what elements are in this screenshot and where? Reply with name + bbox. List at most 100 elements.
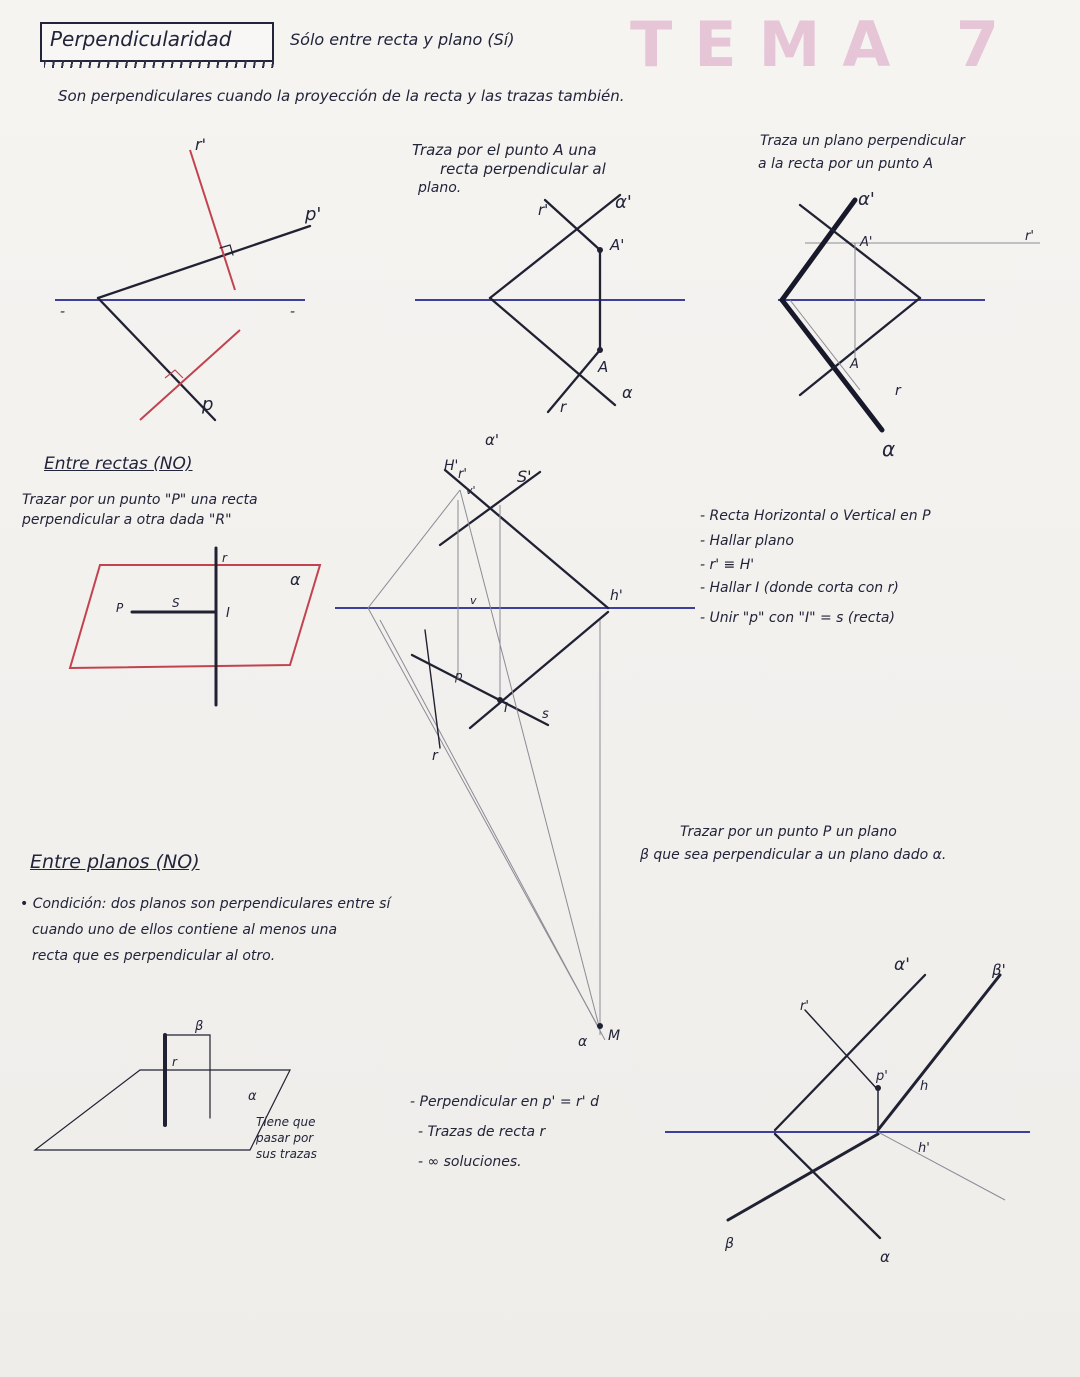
plane-alpha-outline (68, 564, 322, 670)
figure-2-perpendicular-by-A: r' α' A' A α r (415, 192, 685, 416)
label-A-prime-2: A' (609, 236, 624, 254)
label-p-1: p (201, 394, 213, 415)
rectas-line1: Trazar por un punto "P" una recta (22, 492, 258, 508)
step-2: - Hallar plano (700, 533, 794, 549)
line-s (410, 653, 550, 727)
label-r-5: r (432, 748, 439, 764)
trace-alpha-5 (468, 610, 610, 730)
point-A (597, 347, 603, 353)
label-alpha-6: α (248, 1089, 257, 1104)
label-alpha-prime-2: α' (615, 192, 632, 213)
trace-alpha-3 (779, 297, 885, 433)
label-A-2: A (597, 358, 608, 376)
tiene-line1: Tiene que (256, 1115, 316, 1129)
projection-r-prime-7 (804, 1009, 879, 1091)
page-title: Perpendicularidad (50, 27, 232, 51)
point-A-prime (597, 247, 603, 253)
step-5: - Unir "p" con "I" = s (recta) (700, 610, 895, 626)
label-alpha-prime-5: α' (485, 431, 499, 449)
label-h-prime-5: h' (610, 588, 623, 604)
trace-alpha-prime-3 (779, 197, 858, 303)
minus-mark-1: - (60, 304, 65, 320)
top-middle-line2: recta perpendicular al (440, 160, 606, 178)
step-3: - r' ≡ H' (700, 557, 755, 573)
aux-line-3 (379, 619, 606, 1041)
label-r-prime-3: r' (1025, 229, 1034, 244)
planos-heading: Entre planos (NO) (30, 851, 200, 873)
minus-mark-2: - (290, 304, 295, 320)
label-M: M (608, 1028, 620, 1044)
line-s-prime (438, 470, 542, 547)
planos-line1: • Condición: dos planos son perpendicula… (20, 896, 391, 912)
label-r-prime-5: r' (458, 467, 467, 482)
label-r-prime-7: r' (800, 999, 809, 1014)
trace-alpha-2 (488, 296, 617, 407)
aux-line-1 (367, 489, 461, 609)
aux-line-7 (877, 1131, 1006, 1201)
label-v-5: v (470, 594, 477, 607)
tiene-line3: sus trazas (256, 1147, 317, 1161)
trace-alpha-prime-7 (773, 973, 927, 1132)
label-alpha-5: α (578, 1034, 588, 1050)
label-r-2: r (560, 398, 567, 416)
trace-alpha-prime-2 (488, 193, 622, 300)
label-p-prime-1: p' (304, 204, 321, 225)
projection-r-1 (139, 329, 241, 421)
label-alpha-4: α (290, 570, 301, 589)
top-right-line2: a la recta por un punto A (758, 156, 934, 172)
figure-5-center-construction: H' α' r' S' v' v h' p I s r α M (335, 431, 695, 1050)
perp-list-2: - Trazas de recta r (418, 1124, 546, 1140)
aux-line-4 (459, 489, 601, 1031)
label-I-4: I (226, 606, 230, 621)
figure-4-plane-alpha: r α P S I (68, 546, 322, 707)
label-H-prime: H' (444, 458, 458, 474)
label-r-6: r (172, 1055, 178, 1069)
trace-alpha-7 (773, 1132, 882, 1240)
figure-3-plane-perpendicular-to-line: α' A' A r' r α (778, 189, 1040, 461)
plane-beta-outline (164, 1034, 211, 1119)
label-beta-7: β (724, 1236, 734, 1252)
intro-text: Son perpendiculares cuando la proyección… (58, 87, 625, 105)
label-A-prime-3: A' (859, 235, 872, 250)
label-p-5: p (454, 669, 463, 683)
label-r-prime-1: r' (195, 135, 206, 154)
point-M (597, 1023, 603, 1029)
projection-r-2 (546, 348, 602, 414)
label-v-prime: v' (466, 484, 476, 497)
label-r-prime-2: r' (538, 201, 548, 219)
step-4: - Hallar I (donde corta con r) (700, 580, 899, 596)
trace-beta-7 (726, 1132, 880, 1222)
trace-alpha-1 (96, 296, 217, 422)
header-note: Sólo entre recta y plano (Sí) (290, 30, 515, 49)
label-alpha-prime-3: α' (858, 189, 875, 210)
projection-r-prime-2 (543, 198, 602, 252)
label-S-4: S (172, 596, 180, 610)
label-h-7: h (920, 1079, 928, 1094)
top-middle-line1: Traza por el punto A una (412, 141, 597, 159)
label-p-prime-7: p' (875, 1069, 888, 1084)
plane-horizontal (33, 1069, 291, 1151)
top-middle-line3: plano. (418, 180, 462, 196)
figure-7-perpendicular-planes: r' α' β' p' h h' β α (665, 955, 1030, 1266)
label-A-3: A (849, 357, 859, 372)
label-r-4: r (222, 551, 228, 565)
label-P-4: P (116, 601, 124, 615)
label-S-prime: S' (517, 467, 532, 486)
trace-beta-prime-7 (876, 973, 1002, 1132)
step-1: - Recta Horizontal o Vertical en P (700, 508, 931, 524)
bottom-right-line1: Trazar por un punto P un plano (680, 824, 897, 840)
trace-H-prime (443, 468, 610, 610)
point-p-prime-7 (875, 1085, 881, 1091)
planos-line2: cuando uno de ellos contiene al menos un… (32, 922, 338, 938)
right-angle-mark-2 (164, 369, 184, 379)
label-h-prime-7: h' (918, 1141, 930, 1156)
bottom-right-line2: β que sea perpendicular a un plano dado … (640, 847, 947, 863)
rectas-heading: Entre rectas (NO) (44, 454, 193, 474)
right-angle-mark-1 (219, 244, 234, 256)
title-box-shading (44, 60, 274, 68)
label-alpha-2: α (622, 383, 633, 402)
figure-1-line-plane: r' p' p - - (55, 135, 321, 422)
label-beta-6: β (194, 1019, 203, 1034)
perp-list-1: - Perpendicular en p' = r' d (410, 1094, 599, 1110)
